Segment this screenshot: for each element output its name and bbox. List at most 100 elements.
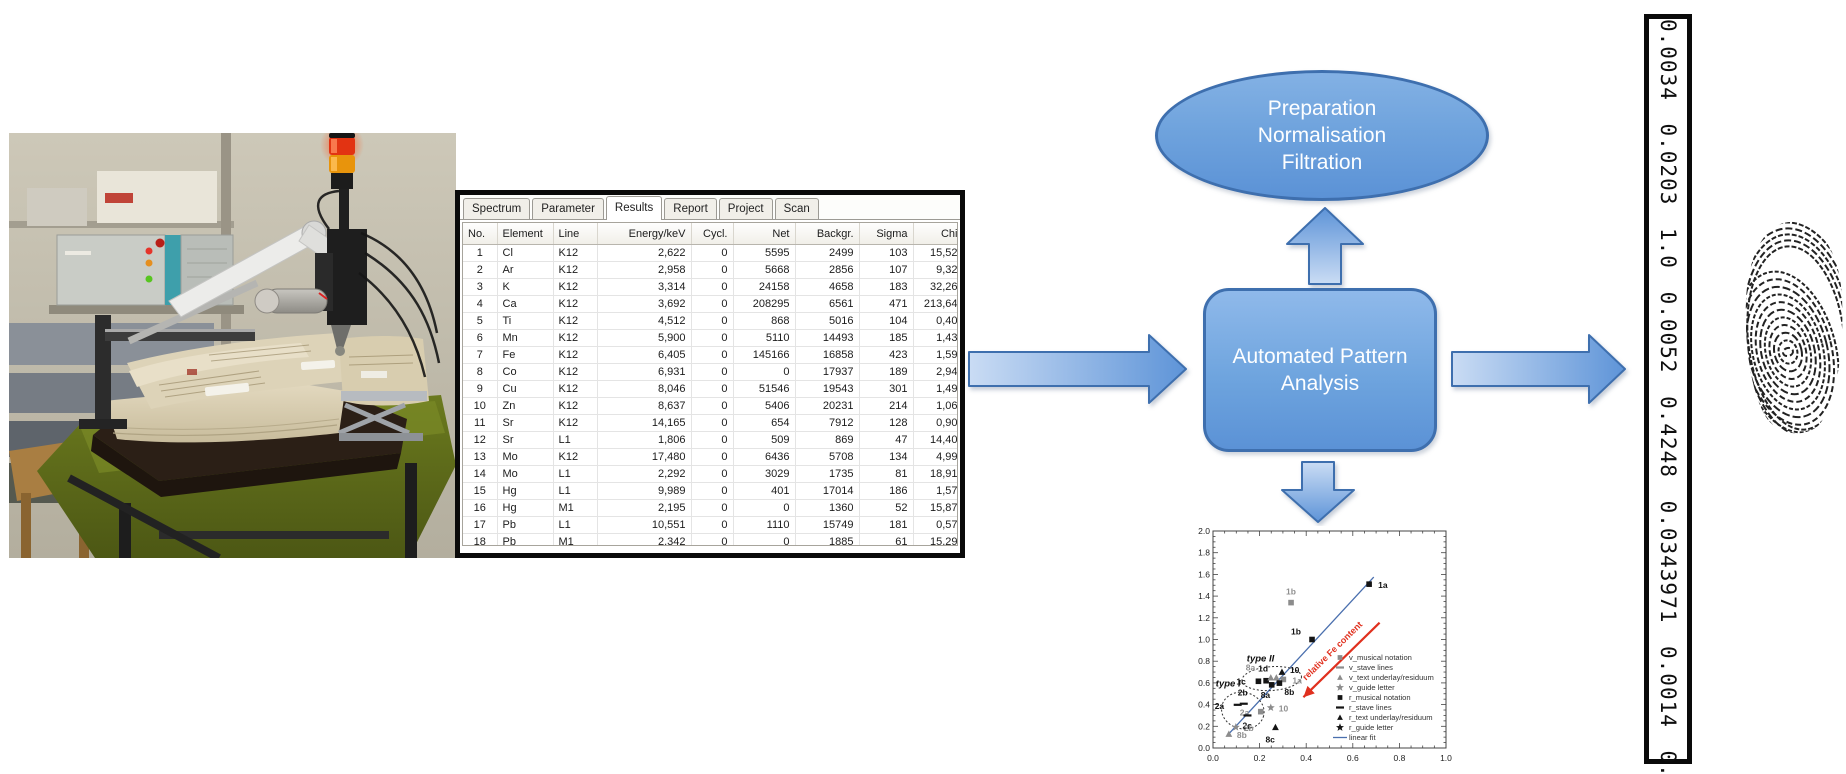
cell: 104 xyxy=(859,312,914,330)
cell: 1,49 xyxy=(913,380,957,398)
cell: 186 xyxy=(859,482,914,500)
cell: 2,195 xyxy=(597,499,692,517)
cell: 6436 xyxy=(733,448,796,466)
led-amber xyxy=(145,259,153,267)
cell: K12 xyxy=(553,346,598,364)
column-header-element[interactable]: Element xyxy=(497,223,554,245)
column-header-line[interactable]: Line xyxy=(553,223,598,245)
cell: 10,551 xyxy=(597,516,692,534)
column-header-chi[interactable]: Chi xyxy=(913,223,957,245)
cell: L1 xyxy=(553,482,598,500)
cell: 1,806 xyxy=(597,431,692,449)
feature-vector-values: 0.0034 0.0203 1.0 0.0052 0.4248 0.034397… xyxy=(1656,19,1680,774)
cell: 5595 xyxy=(733,244,796,262)
tab-project[interactable]: Project xyxy=(718,198,773,219)
cell: 183 xyxy=(859,278,914,296)
point-label: 1b xyxy=(1286,587,1296,597)
photo-manuscript-book xyxy=(91,333,429,497)
cell: Pb xyxy=(497,533,554,545)
svg-text:1.8: 1.8 xyxy=(1198,548,1210,558)
cell: 4658 xyxy=(795,278,860,296)
cell: 15 xyxy=(463,482,498,500)
cell: K xyxy=(497,278,554,296)
cell: 0 xyxy=(733,499,796,517)
point-label: 2c xyxy=(1242,720,1252,730)
cell: 0 xyxy=(733,363,796,381)
legend-label: r_stave lines xyxy=(1349,703,1392,712)
cell: 15749 xyxy=(795,516,860,534)
column-header-sigma[interactable]: Sigma xyxy=(859,223,914,245)
cell: 5016 xyxy=(795,312,860,330)
cell: 1,59 xyxy=(913,346,957,364)
cell: Cu xyxy=(497,380,554,398)
tab-spectrum[interactable]: Spectrum xyxy=(463,198,531,219)
cell: 9,989 xyxy=(597,482,692,500)
cell: K12 xyxy=(553,278,598,296)
group-label: type II xyxy=(1247,654,1275,665)
cell: K12 xyxy=(553,414,598,432)
cell: 107 xyxy=(859,261,914,279)
tab-parameter[interactable]: Parameter xyxy=(532,198,604,219)
cell: 3,314 xyxy=(597,278,692,296)
cell: 181 xyxy=(859,516,914,534)
cell: 9 xyxy=(463,380,498,398)
cell: 0 xyxy=(691,431,734,449)
cell: 2 xyxy=(463,261,498,279)
column-header-energy-kev[interactable]: Energy/keV xyxy=(597,223,692,245)
cell: 17014 xyxy=(795,482,860,500)
column-header-cycl-[interactable]: Cycl. xyxy=(691,223,734,245)
cell: 8 xyxy=(463,363,498,381)
point-label: 2a xyxy=(1240,708,1250,718)
cell: Ar xyxy=(497,261,554,279)
cell: 47 xyxy=(859,431,914,449)
cell: 17,480 xyxy=(597,448,692,466)
cell: 0 xyxy=(691,397,734,415)
tab-results[interactable]: Results xyxy=(605,196,663,220)
cell: 52 xyxy=(859,499,914,517)
svg-text:1.2: 1.2 xyxy=(1198,613,1210,623)
cell: 0,40 xyxy=(913,312,957,330)
cell: M1 xyxy=(553,499,598,517)
point-label: 1c xyxy=(1236,676,1246,686)
cell: Ti xyxy=(497,312,554,330)
svg-text:1.0: 1.0 xyxy=(1440,753,1452,763)
cell: Ca xyxy=(497,295,554,313)
cell: 7912 xyxy=(795,414,860,432)
cell: 5708 xyxy=(795,448,860,466)
cell: 1360 xyxy=(795,499,860,517)
column-header-backgr-[interactable]: Backgr. xyxy=(795,223,860,245)
point-label: 1b xyxy=(1291,627,1301,637)
cell: Cl xyxy=(497,244,554,262)
cell: 12 xyxy=(463,431,498,449)
cell: 1,06 xyxy=(913,397,957,415)
cell: 214 xyxy=(859,397,914,415)
cell: 4 xyxy=(463,295,498,313)
tab-report[interactable]: Report xyxy=(664,198,717,219)
column-header-net[interactable]: Net xyxy=(733,223,796,245)
arrow-analysis-to-vector xyxy=(1451,334,1626,404)
tab-scan[interactable]: Scan xyxy=(774,198,819,219)
svg-text:1.4: 1.4 xyxy=(1198,591,1210,601)
column-header-no-[interactable]: No. xyxy=(463,223,498,245)
